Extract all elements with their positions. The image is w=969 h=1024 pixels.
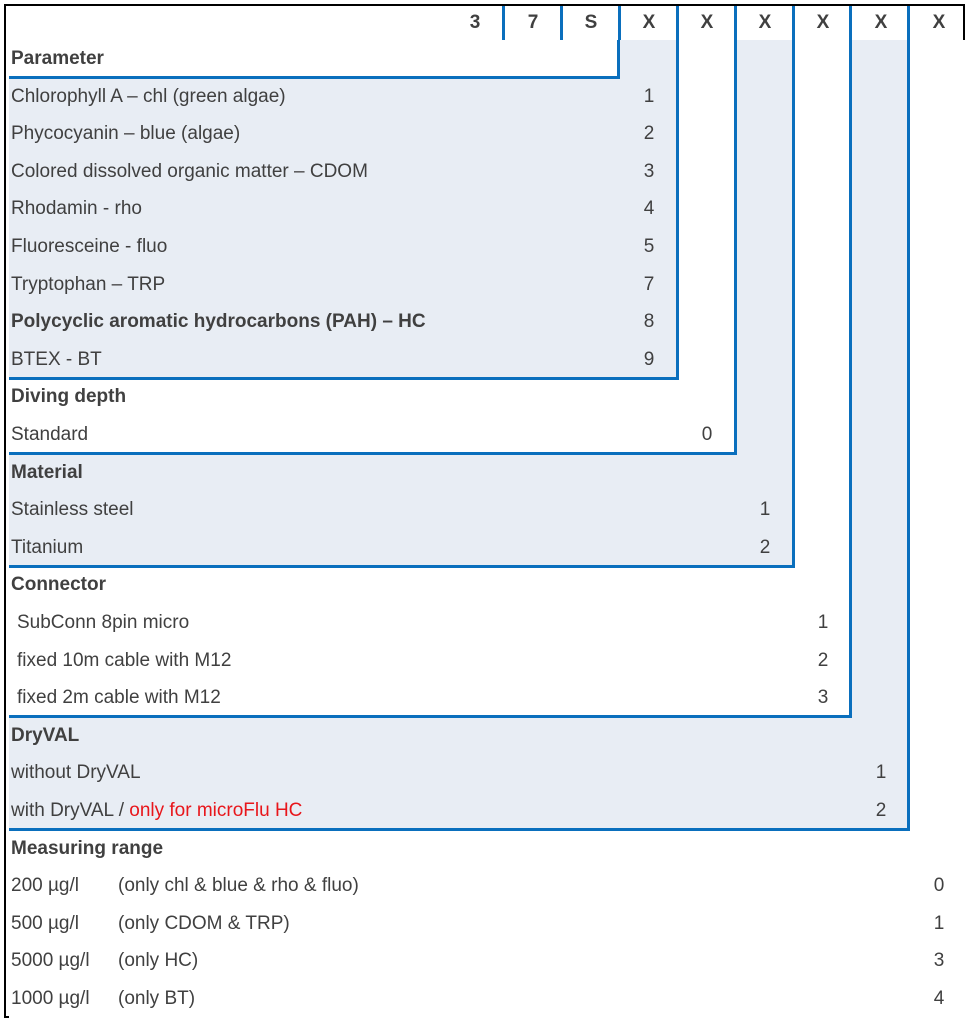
option-highlight-note: only for microFlu HC — [129, 800, 303, 821]
option-code: 2 — [817, 649, 829, 671]
option-label: 500 µg/l — [11, 912, 79, 934]
header-code-5: X — [758, 12, 772, 33]
option-code: 8 — [643, 311, 655, 333]
option-row: without DryVAL — [11, 754, 880, 792]
option-code: 7 — [643, 273, 655, 295]
parameter-title-box — [9, 40, 620, 79]
option-row: Polycyclic aromatic hydrocarbons (PAH) –… — [11, 303, 649, 341]
option-label: 5000 µg/l — [11, 950, 90, 972]
option-code: 5 — [643, 236, 655, 257]
option-label: Phycocyanin – blue (algae) — [11, 123, 241, 145]
option-label: 1000 µg/l — [11, 988, 90, 1009]
header-code-7: X — [874, 12, 888, 33]
option-code: 1 — [933, 912, 945, 934]
option-code: 3 — [643, 160, 655, 182]
option-row: 5000 µg/l (only HC) — [11, 942, 938, 980]
option-code: 2 — [759, 536, 771, 558]
option-note: (only chl & blue & rho & fluo) — [118, 875, 359, 897]
option-code: 2 — [643, 123, 655, 145]
option-label: Tryptophan – TRP — [11, 273, 166, 295]
option-code: 4 — [643, 198, 655, 220]
option-row: BTEX - BT — [11, 341, 649, 379]
option-row: Standard — [11, 416, 707, 454]
option-code: 0 — [933, 875, 945, 897]
option-code: 1 — [817, 612, 829, 633]
section-box-0 — [9, 40, 679, 380]
option-note: (only HC) — [118, 950, 199, 972]
header-code-8: X — [932, 12, 946, 33]
option-row: Fluoresceine - fluo — [11, 228, 649, 266]
option-label: fixed 10m cable with M12 — [17, 649, 232, 671]
option-label: Standard — [11, 424, 89, 445]
option-label: Polycyclic aromatic hydrocarbons (PAH) –… — [11, 311, 426, 333]
option-row: 1000 µg/l (only BT) — [11, 980, 938, 1018]
option-label: without DryVAL — [11, 762, 141, 784]
option-code: 9 — [643, 348, 655, 370]
header-divider — [618, 6, 621, 40]
column-divider — [907, 6, 910, 40]
option-row: with DryVAL / only for microFlu HC — [11, 792, 880, 830]
option-code: 3 — [817, 687, 829, 709]
header-code-0: 3 — [469, 12, 481, 33]
column-divider — [792, 6, 795, 40]
option-label: Chlorophyll A – chl (green algae) — [11, 85, 286, 107]
section-title: Diving depth — [11, 386, 127, 408]
section-title: Material — [11, 461, 83, 483]
section-title: Connector — [11, 574, 106, 596]
header-code-1: 7 — [527, 12, 539, 33]
option-row: Tryptophan – TRP — [11, 266, 649, 304]
option-row: Rhodamin - rho — [11, 190, 649, 228]
option-row: Chlorophyll A – chl (green algae) — [11, 78, 649, 116]
option-label: BTEX - BT — [11, 348, 102, 370]
option-code: 4 — [933, 988, 945, 1009]
option-row: fixed 2m cable with M12 — [11, 679, 822, 717]
option-code: 1 — [875, 762, 887, 784]
option-label: 200 µg/l — [11, 875, 79, 897]
option-label: Rhodamin - rho — [11, 198, 142, 220]
option-note: (only BT) — [118, 988, 196, 1009]
option-row: Titanium — [11, 529, 765, 567]
section-title: Measuring range — [11, 837, 164, 859]
option-row: 200 µg/l (only chl & blue & rho & fluo) — [11, 867, 938, 905]
header-divider — [560, 6, 563, 40]
header-code-4: X — [700, 12, 714, 33]
column-divider — [676, 6, 679, 40]
option-row: Phycocyanin – blue (algae) — [11, 115, 649, 153]
option-row: Stainless steel — [11, 491, 765, 529]
option-code: 1 — [759, 499, 771, 521]
option-code: 1 — [643, 85, 655, 107]
option-row: Colored dissolved organic matter – CDOM — [11, 153, 649, 191]
option-label: SubConn 8pin micro — [17, 612, 190, 633]
column-divider — [734, 6, 737, 40]
option-row: 500 µg/l (only CDOM & TRP) — [11, 905, 938, 943]
header-code-3: X — [642, 12, 656, 33]
option-label: Colored dissolved organic matter – CDOM — [11, 160, 368, 182]
option-label: with DryVAL / — [11, 800, 130, 821]
header-divider — [502, 6, 505, 40]
option-code: 0 — [701, 424, 713, 445]
option-note: (only CDOM & TRP) — [118, 912, 290, 934]
option-code: 3 — [933, 950, 945, 972]
section-title: Parameter — [11, 48, 104, 69]
header-code-6: X — [816, 12, 830, 33]
option-row: fixed 10m cable with M12 — [11, 642, 822, 680]
option-label: Titanium — [11, 536, 84, 558]
header-code-2: S — [584, 12, 598, 33]
option-label: Fluoresceine - fluo — [11, 236, 168, 257]
option-code: 2 — [875, 800, 887, 821]
option-label: fixed 2m cable with M12 — [17, 687, 221, 709]
option-row: SubConn 8pin micro — [11, 604, 822, 642]
section-title: DryVAL — [11, 724, 80, 746]
option-label: Stainless steel — [11, 499, 134, 521]
column-divider — [849, 6, 852, 40]
